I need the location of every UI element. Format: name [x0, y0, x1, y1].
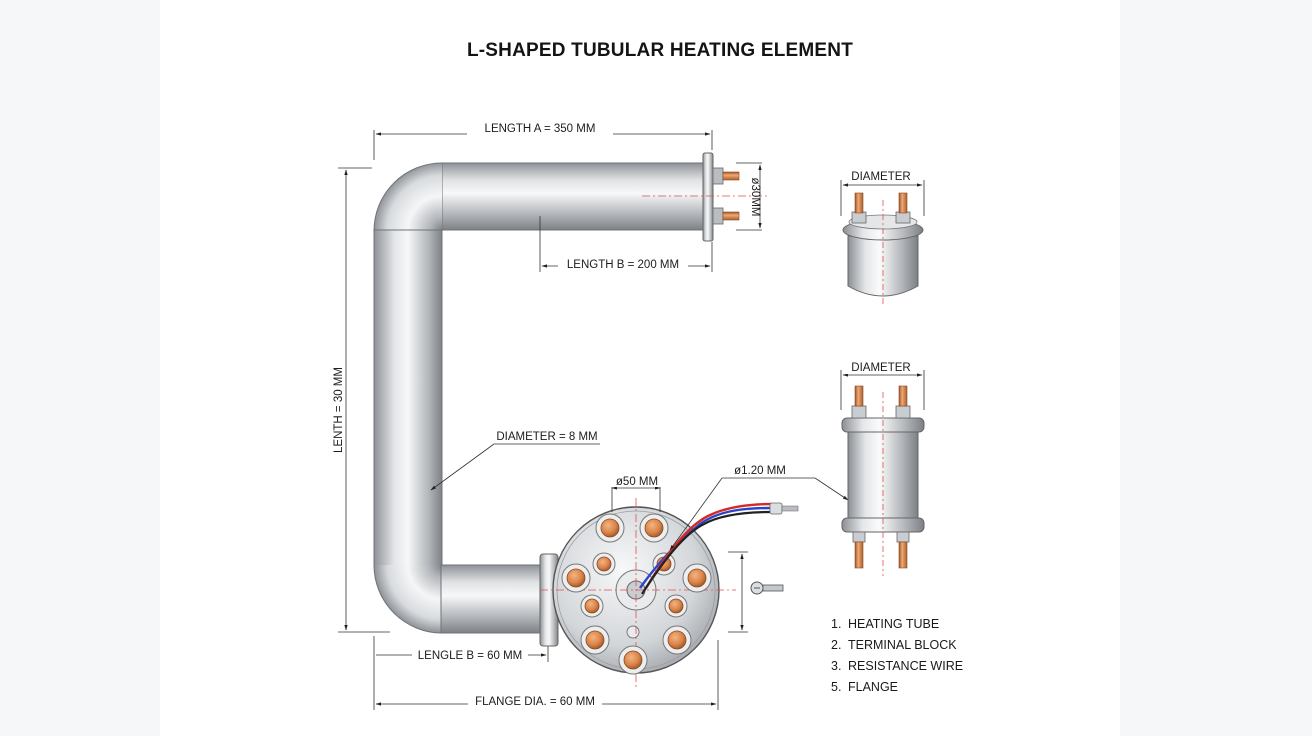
flange-dia-dimension: [375, 640, 719, 710]
length-b-bottom-label: LENGLE B = 60 MM: [418, 650, 523, 662]
flange-height-dimension: [728, 551, 748, 633]
flange-hole-label: ø50 MM: [616, 476, 658, 488]
terminal-stud: [592, 552, 616, 576]
terminal-stud: [682, 563, 712, 593]
terminal-detail-bottom: [840, 360, 925, 576]
terminal-stud: [618, 645, 648, 675]
terminal-stud: [561, 563, 591, 593]
wire-diameter-label: ø1.20 MM: [734, 465, 786, 477]
detail-bottom-diameter-label: DIAMETER: [851, 362, 910, 374]
length-a-dimension: [373, 121, 713, 160]
terminal-plate-top: [702, 152, 740, 242]
vertical-length-dimension: [331, 167, 390, 633]
tube-diameter-leader: [430, 443, 600, 491]
terminal-stud: [639, 513, 669, 543]
legend-item: 5.FLANGE: [831, 680, 899, 694]
detail-top-diameter-label: DIAMETER: [851, 171, 910, 183]
wire-diameter-leader: [669, 477, 849, 551]
vertical-length-label: LENTH = 30 MM: [333, 367, 345, 453]
terminal-diameter-dimension: [642, 162, 770, 231]
length-b-bottom-dimension: [373, 636, 549, 710]
terminal-stud: [595, 513, 625, 543]
flange-dia-label: FLANGE DIA. = 60 MM: [475, 696, 595, 708]
flange-hole-dimension: [610, 474, 664, 512]
tube-diameter-label: DIAMETER = 8 MM: [496, 431, 597, 443]
terminal-stud: [662, 625, 692, 655]
terminal-stud: [580, 625, 610, 655]
length-b-top-label: LENGTH B = 200 MM: [567, 259, 679, 271]
legend-item: 1.HEATING TUBE: [831, 617, 940, 631]
flange-outer-terminals: [561, 513, 712, 675]
resistance-wire: [639, 502, 799, 595]
terminal-stud: [580, 594, 604, 618]
terminal-detail-top: [840, 170, 925, 306]
heating-tube: [373, 162, 705, 634]
parts-legend: 1.HEATING TUBE 2.TERMINAL BLOCK 3.RESIST…: [831, 614, 963, 698]
legend-item: 2.TERMINAL BLOCK: [831, 638, 957, 652]
diagram-title: L-SHAPED TUBULAR HEATING ELEMENT: [466, 40, 854, 61]
length-b-top-dimension: [539, 216, 713, 272]
terminal-diameter-label: ø30MM: [749, 178, 761, 217]
length-a-label: LENGTH A = 350 MM: [485, 123, 596, 135]
legend-item: 3.RESISTANCE WIRE: [831, 659, 964, 673]
mounting-screw: [750, 581, 784, 595]
terminal-stud: [664, 594, 688, 618]
